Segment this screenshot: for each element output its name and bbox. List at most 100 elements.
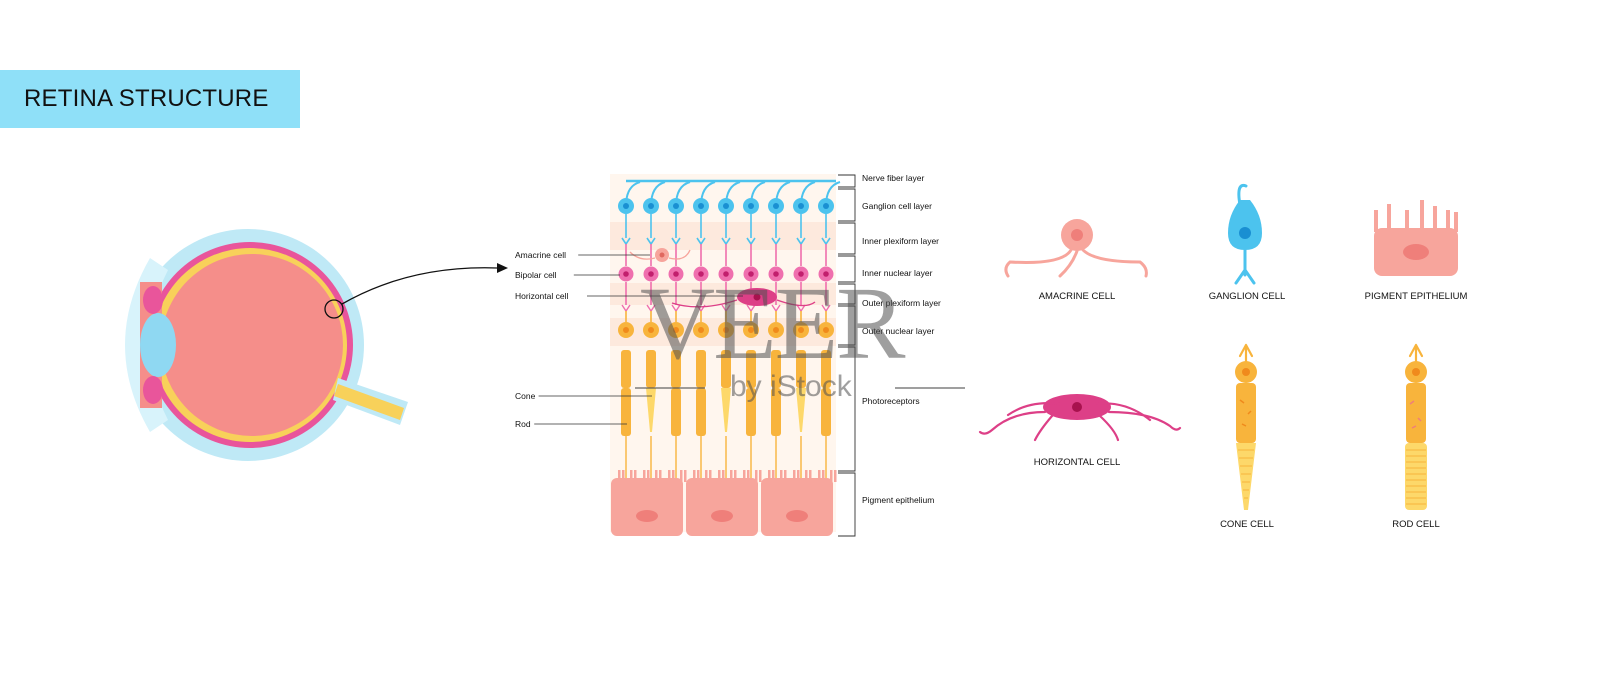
watermark-brand: VEER (640, 266, 906, 381)
photoreceptor-nucleus (823, 327, 829, 333)
inner-segment (621, 350, 631, 388)
layer-bracket (838, 255, 856, 283)
microvillus (809, 470, 812, 482)
microvillus (672, 470, 675, 482)
ganglion-nucleus (673, 203, 679, 209)
pointer-arrow-head (497, 263, 508, 273)
cone-cell-illustration: CONE CELL (1220, 343, 1274, 530)
bipolar-nucleus (748, 271, 754, 277)
inner-segment (771, 350, 781, 388)
vitreous (161, 254, 343, 436)
microvillus (668, 470, 671, 482)
ganglion-nucleus (773, 203, 779, 209)
retina-cross-section (610, 174, 841, 536)
layer-label: Outer plexiform layer (862, 298, 941, 308)
cell-label: Amacrine cell (515, 250, 566, 260)
layer-label: Inner plexiform layer (862, 236, 939, 246)
ganglion-nucleus (723, 203, 729, 209)
photoreceptor-nucleus (748, 327, 754, 333)
photoreceptor-nucleus (648, 327, 654, 333)
caption-ganglion: GANGLION CELL (1209, 291, 1286, 302)
microvillus (818, 470, 821, 482)
layer-bracket (838, 174, 856, 188)
microvillus (755, 470, 758, 482)
microvillus (643, 470, 646, 482)
ganglion-nucleus (623, 203, 629, 209)
photoreceptor-nucleus (798, 327, 804, 333)
bipolar-nucleus (648, 271, 654, 277)
microvillus (772, 470, 775, 482)
layer-label: Nerve fiber layer (862, 173, 925, 183)
layer-label: Ganglion cell layer (862, 201, 932, 211)
microvillus (709, 470, 712, 482)
watermark: VEER by iStock (635, 266, 965, 403)
microvillus (834, 470, 837, 482)
photoreceptor-nucleus (698, 327, 704, 333)
photoreceptor-nucleus (773, 327, 779, 333)
photoreceptor-nucleus (623, 327, 629, 333)
microvillus (655, 470, 658, 482)
microvillus (647, 470, 650, 482)
ganglion-nucleus (648, 203, 654, 209)
photoreceptor-nucleus (673, 327, 679, 333)
ganglion-nucleus (798, 203, 804, 209)
ganglion-nucleus (748, 203, 754, 209)
layer-bracket (838, 346, 856, 472)
microvillus (780, 470, 783, 482)
page-title: RETINA STRUCTURE (24, 85, 269, 112)
watermark-sub: by iStock (730, 370, 853, 403)
layer-bracket (838, 222, 856, 255)
bipolar-nucleus (773, 271, 779, 277)
microvillus (784, 470, 787, 482)
microvillus (722, 470, 725, 482)
microvillus (634, 470, 637, 482)
microvillus (830, 470, 833, 482)
microvillus (797, 470, 800, 482)
cell-label: Bipolar cell (515, 270, 557, 280)
title-banner: RETINA STRUCTURE (0, 70, 300, 128)
bipolar-nucleus (698, 271, 704, 277)
caption-rod: ROD CELL (1392, 519, 1440, 530)
microvillus (805, 470, 808, 482)
microvillus (718, 470, 721, 482)
caption-amacrine: AMACRINE CELL (1039, 291, 1116, 302)
caption-pigment: PIGMENT EPITHELIUM (1365, 291, 1468, 302)
iris-bottom (143, 376, 163, 404)
cell-label: Rod (515, 419, 531, 429)
pigment-epithelium-blocks (611, 478, 833, 536)
layer-bracket (838, 305, 856, 346)
microvillus (618, 470, 621, 482)
rod-cell-illustration: ROD CELL (1392, 343, 1440, 530)
rod-outer-segment (696, 388, 706, 436)
caption-horizontal: HORIZONTAL CELL (1034, 457, 1121, 468)
lens (140, 313, 176, 377)
layer-bracket (838, 188, 856, 222)
microvillus (705, 470, 708, 482)
layer-bracket (838, 472, 856, 537)
layer-label: Outer nuclear layer (862, 326, 934, 336)
microvillus (730, 470, 733, 482)
rod-outer-segment (671, 388, 681, 436)
cone-outer-segment (721, 388, 731, 432)
inner-segment (746, 350, 756, 388)
microvillus (743, 470, 746, 482)
microvillus (734, 470, 737, 482)
bipolar-nucleus (823, 271, 829, 277)
optic-nerve (334, 384, 404, 420)
ganglion-cell-illustration: GANGLION CELL (1209, 183, 1286, 302)
bipolar-nucleus (798, 271, 804, 277)
inner-segment (671, 350, 681, 388)
microvillus (680, 470, 683, 482)
microvillus (747, 470, 750, 482)
inner-segment (721, 350, 731, 388)
cone-outer-segment (796, 388, 806, 432)
microvillus (759, 470, 762, 482)
microvillus (793, 470, 796, 482)
microvillus (768, 470, 771, 482)
pointer-arrow-line (341, 267, 498, 305)
microvillus (659, 470, 662, 482)
inner-segment (646, 350, 656, 388)
